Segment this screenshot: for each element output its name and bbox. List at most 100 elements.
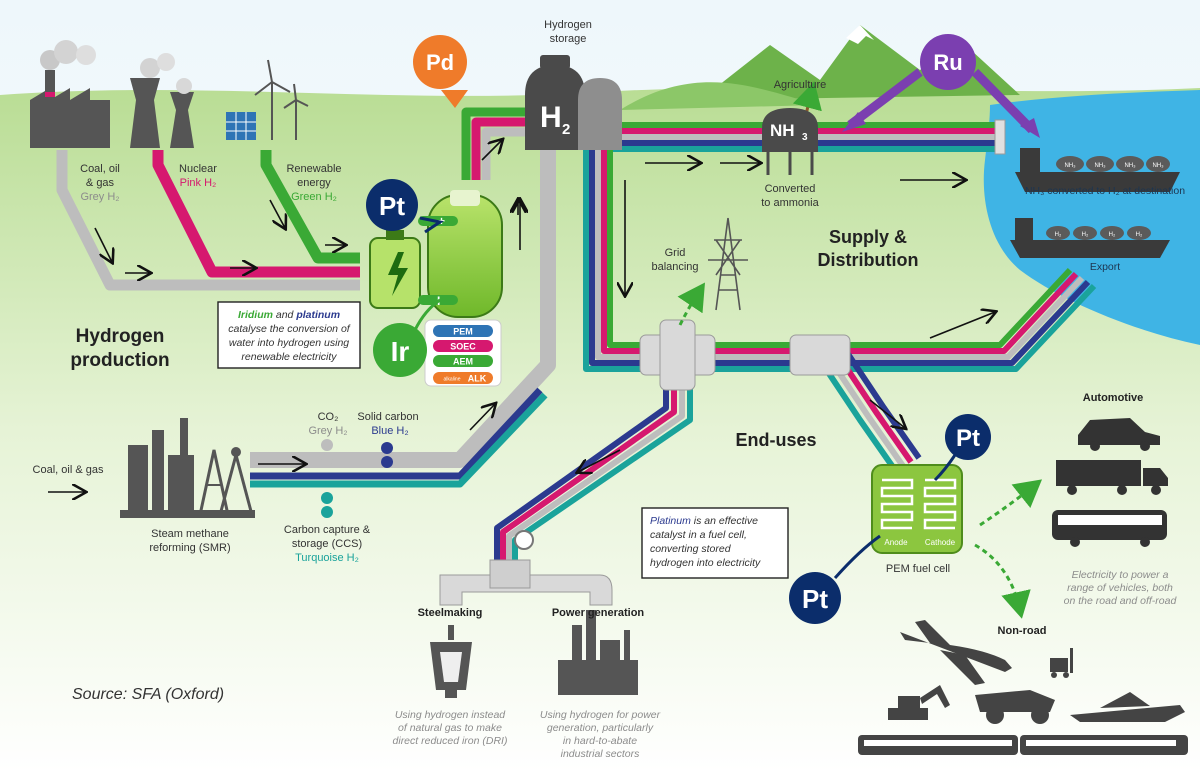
power-caption-2: generation, particularly [547, 722, 654, 734]
grass-field [0, 87, 1200, 772]
wind-solar-icon [226, 59, 309, 140]
electrolyser-types: PEM SOEC AEM alkaline ALK [424, 319, 502, 387]
nh3-tanker-icon: NH₃ NH₃ NH₃ NH₃ [1015, 148, 1180, 192]
grid-label-1: Grid [665, 247, 686, 259]
renewable-label-1: Renewable [286, 163, 341, 175]
pt-badge-electrolyser: Pt [366, 179, 444, 234]
type-alk-prefix: alkaline [444, 377, 461, 383]
truck-icon [1056, 460, 1168, 495]
ccs-type: Turquoise H₂ [295, 552, 359, 564]
coal-label-2: & gas [86, 177, 115, 189]
pd-badge: Pd [413, 35, 468, 108]
power-label: Power generation [552, 607, 645, 619]
ammonia-plant-icon: NH 3 [762, 108, 818, 175]
caption-line3: water into hydrogen using [229, 337, 349, 349]
power-plant-icon [558, 610, 638, 695]
nh3-label: NH [770, 121, 795, 140]
caption-line2: catalyse the conversion of [228, 323, 350, 335]
supply-title-1: Supply & [829, 227, 907, 247]
solid-carbon-label: Solid carbon [357, 411, 418, 423]
power-caption-3: in hard-to-abate [563, 735, 637, 747]
ship-tank-label: NH₃ [1094, 163, 1106, 169]
ship-tank-label: NH₃ [1152, 163, 1164, 169]
svg-text:Platinum is an effective: Platinum is an effective [650, 515, 758, 527]
hydrogen-storage-icon: H 2 [525, 55, 622, 150]
nuclear-type: Pink H₂ [180, 177, 217, 189]
type-pem: PEM [453, 327, 473, 337]
pt-badge-anode: Pt [789, 534, 881, 624]
pd-label: Pd [426, 50, 454, 75]
solid-carbon-type: Blue H₂ [371, 425, 408, 437]
mining-truck-icon [975, 690, 1055, 724]
ship-tank-label: H₂ [1055, 232, 1062, 238]
train-icon [858, 735, 1188, 755]
nh3-destination-label: NH₃ converted to H₂ at destination [1025, 185, 1185, 197]
ship-tank-label: H₂ [1136, 232, 1143, 238]
ship-tank-label: H₂ [1109, 232, 1116, 238]
electrolyser-icon: + I [369, 190, 503, 318]
smr-plant-icon [120, 418, 255, 518]
fuel-cell-icon: Anode Cathode [871, 464, 963, 554]
export-tanker-icon: H₂ H₂ H₂ H₂ [1010, 218, 1170, 258]
ccs-dots [321, 439, 393, 518]
fuelcell-caption-box: Platinum is an effective catalyst in a f… [641, 507, 789, 579]
nonroad-label: Non-road [998, 625, 1047, 637]
renewable-type: Green H₂ [291, 191, 337, 203]
storage-h2: H [540, 101, 562, 134]
nuclear-label: Nuclear [179, 163, 217, 175]
power-caption-1: Using hydrogen for power [540, 709, 661, 721]
renewable-label-2: energy [297, 177, 331, 189]
ship-tank-label: H₂ [1082, 232, 1089, 238]
steel-caption-2: of natural gas to make [398, 722, 502, 734]
production-title-1: Hydrogen [76, 326, 165, 347]
caption-iridium: Iridium [238, 309, 273, 321]
ccs-label-1: Carbon capture & [284, 524, 371, 536]
pt-label: Pt [379, 191, 405, 221]
co2-label: CO₂ [318, 411, 339, 423]
converted-label-2: to ammonia [761, 197, 819, 209]
source-label: Source: SFA (Oxford) [72, 686, 224, 703]
ru-label: Ru [933, 50, 962, 75]
automotive-caption-3: on the road and off-road [1064, 595, 1178, 607]
type-soec: SOEC [450, 342, 476, 352]
steel-caption-1: Using hydrogen instead [395, 709, 506, 721]
nh3-sub: 3 [802, 132, 808, 143]
airplane-icon [900, 620, 1012, 685]
bus-icon [1052, 510, 1167, 547]
storage-label-2: storage [550, 33, 587, 45]
ir-badge: Ir [373, 298, 441, 377]
ship-tank-label: NH₃ [1124, 163, 1136, 169]
fc-caption-platinum: Platinum [650, 515, 691, 527]
converted-label-1: Converted [765, 183, 816, 195]
ru-badge: Ru [842, 34, 1040, 138]
anode-label: Anode [884, 538, 908, 547]
ir-label: Ir [391, 336, 410, 367]
production-title-2: production [70, 350, 169, 371]
electrolysis-caption-box: Iridium and platinum catalyse the conver… [217, 301, 361, 369]
fc-caption-line4: hydrogen into electricity [650, 557, 761, 569]
forklift-icon [1050, 648, 1073, 678]
steel-caption-3: direct reduced iron (DRI) [393, 735, 508, 747]
pt-badge-cathode: Pt [933, 414, 991, 482]
caption-platinum: platinum [295, 309, 340, 321]
storage-h2-sub: 2 [562, 121, 570, 138]
svg-text:Iridium and platinum: Iridium and platinum [238, 309, 340, 321]
coal-factory-icon [30, 40, 110, 148]
ccs-label-2: storage (CCS) [292, 538, 362, 550]
steel-label: Steelmaking [418, 607, 483, 619]
automotive-caption-2: range of vehicles, both [1067, 582, 1173, 594]
enduses-title: End-uses [735, 430, 816, 450]
agriculture-label: Agriculture [774, 79, 827, 91]
pt-label: Pt [802, 584, 828, 614]
pressure-gauge-icon [514, 530, 534, 550]
supply-title-2: Distribution [818, 250, 919, 270]
storage-label-1: Hydrogen [544, 19, 592, 31]
power-caption-4: industrial sectors [561, 748, 641, 760]
pt-label: Pt [956, 425, 980, 452]
caption-line4: renewable electricity [241, 351, 337, 363]
automotive-label: Automotive [1083, 392, 1144, 404]
type-aem: AEM [453, 357, 473, 367]
smr-label-2: reforming (SMR) [149, 542, 230, 554]
